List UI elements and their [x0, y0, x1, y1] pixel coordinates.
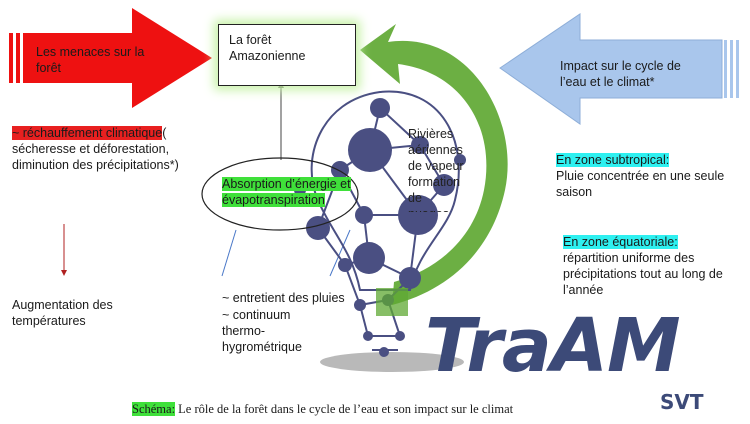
equatorial-block: En zone équatoriale: répartition uniform… — [563, 234, 728, 298]
temperature-increase-label: Augmentation des températures — [12, 298, 113, 328]
subtropical-title: En zone subtropical: — [556, 153, 670, 167]
equatorial-title: En zone équatoriale: — [563, 235, 678, 249]
impact-arrow-label: Impact sur le cycle de l’eau et le clima… — [560, 59, 681, 89]
bulb-shadow — [320, 352, 464, 372]
threats-description: ~ réchauffement climatique( sécheresse e… — [12, 125, 182, 173]
caption-label: Schéma: — [132, 402, 176, 416]
svt-watermark: SVT — [660, 390, 704, 414]
cycle-curved-arrow — [360, 24, 508, 305]
caption-text: Le rôle de la forêt dans le cycle de l’e… — [175, 402, 514, 416]
aerial-rivers-label: Rivières aériennes de vapeur formation d… — [408, 127, 464, 212]
absorption-label: Absorption d’énergie et évapotranspirati… — [222, 177, 351, 207]
amazon-forest-label: La forêt Amazonienne — [229, 33, 306, 63]
equatorial-text: répartition uniforme des précipitations … — [563, 251, 723, 297]
ellipse-pointer-right — [329, 229, 351, 277]
ellipse-pointer-left — [221, 229, 237, 277]
amazon-forest-box: La forêt Amazonienne — [218, 24, 356, 86]
caption: Schéma: Le rôle de la forêt dans le cycl… — [132, 402, 513, 417]
threats-arrow-label: Les menaces sur la forêt — [36, 45, 145, 75]
rain-maintenance-label: ~ entretient des pluies — [222, 291, 345, 305]
arrow-tail-patch — [376, 288, 408, 316]
impact-arrow — [499, 13, 739, 125]
network-nodes — [294, 98, 466, 357]
traam-watermark: TraAM — [425, 303, 681, 389]
absorption-ellipse — [201, 157, 359, 231]
subtropical-block: En zone subtropical: Pluie concentrée en… — [556, 152, 726, 200]
thermo-hygrometric-label: ~ continuum thermo-hygrométrique — [222, 308, 302, 354]
climate-warming-highlight: ~ réchauffement climatique — [12, 126, 163, 140]
subtropical-text: Pluie concentrée en une seule saison — [556, 169, 725, 199]
threats-detail: ( sécheresse et déforestation, diminutio… — [12, 126, 179, 172]
threats-arrow — [6, 8, 212, 108]
